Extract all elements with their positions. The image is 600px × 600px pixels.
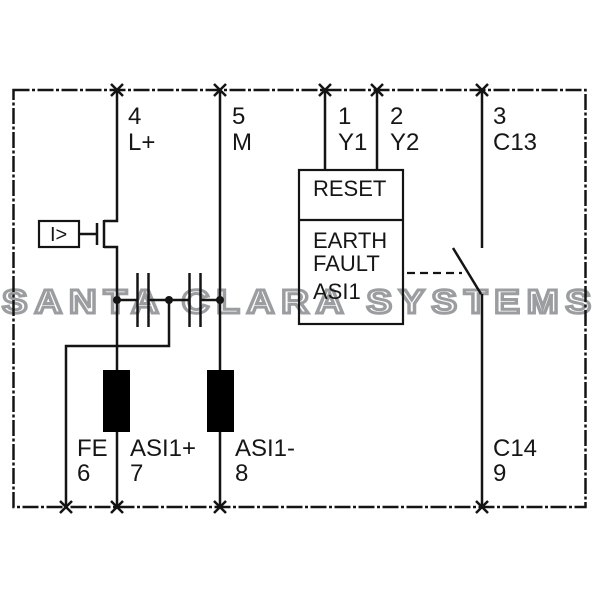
terminal-number: 7 xyxy=(130,460,143,487)
capacitors xyxy=(117,273,220,327)
terminal-cross-icon xyxy=(370,83,384,97)
watermark-text: SANTA CLARA SYSTEMS xyxy=(2,283,598,320)
terminal-cross-icon xyxy=(59,500,73,514)
terminal-name: Y2 xyxy=(390,129,419,156)
terminal-number: 5 xyxy=(232,103,245,130)
terminal-name: ASI1- xyxy=(235,435,295,462)
junction-dot xyxy=(165,296,173,304)
terminal-name: FE xyxy=(77,435,108,462)
terminal-name: M xyxy=(232,129,252,156)
terminal-name: L+ xyxy=(128,129,155,156)
junction-dot xyxy=(216,296,224,304)
switch-blade xyxy=(451,247,483,295)
terminal-labels-bottom: FE 6 ASI1+ 7 ASI1- 8 C14 9 xyxy=(77,435,537,487)
reset-label: RESET xyxy=(313,176,386,201)
terminal-number: 1 xyxy=(338,103,351,130)
terminal-name: Y1 xyxy=(338,129,367,156)
terminal-number: 6 xyxy=(77,460,90,487)
overcurrent-sensor: I> xyxy=(37,219,106,249)
terminal-cross-icon xyxy=(213,83,227,97)
terminal-cross-icon xyxy=(213,500,227,514)
lplus-line-top xyxy=(104,90,119,223)
overcurrent-symbol: I> xyxy=(50,224,67,246)
terminal-cross-icon xyxy=(475,83,489,97)
terminal-marks xyxy=(59,83,489,514)
terminal-name: C14 xyxy=(493,435,537,462)
lplus-line-mid xyxy=(104,245,119,370)
terminal-cross-icon xyxy=(110,500,124,514)
inductor-block-asi1plus xyxy=(103,370,130,432)
terminal-cross-icon xyxy=(475,500,489,514)
terminal-labels-top: 4 L+ 5 M 1 Y1 2 Y2 3 C13 xyxy=(128,103,537,156)
terminal-number: 8 xyxy=(235,460,248,487)
terminal-number: 9 xyxy=(493,460,506,487)
terminal-name: C13 xyxy=(493,129,537,156)
terminal-cross-icon xyxy=(110,83,124,97)
terminal-name: ASI1+ xyxy=(130,435,196,462)
terminal-number: 3 xyxy=(493,103,506,130)
relay-box-outline xyxy=(297,168,405,326)
earth-fault-line3: ASI1 xyxy=(313,279,361,304)
terminal-lines xyxy=(64,90,484,507)
enclosure-border xyxy=(12,88,587,509)
reset-earth-fault-box: RESET EARTH FAULT ASI1 xyxy=(297,168,405,326)
earth-fault-line1: EARTH xyxy=(313,228,387,253)
inductor-block-asi1minus xyxy=(207,370,234,432)
terminal-number: 2 xyxy=(390,103,403,130)
junction-dot xyxy=(113,296,121,304)
terminal-cross-icon xyxy=(318,83,332,97)
fe-tap-line xyxy=(64,300,171,507)
earth-fault-line2: FAULT xyxy=(313,251,380,276)
c13-c14-switch xyxy=(407,247,483,295)
terminal-number: 4 xyxy=(128,103,141,130)
